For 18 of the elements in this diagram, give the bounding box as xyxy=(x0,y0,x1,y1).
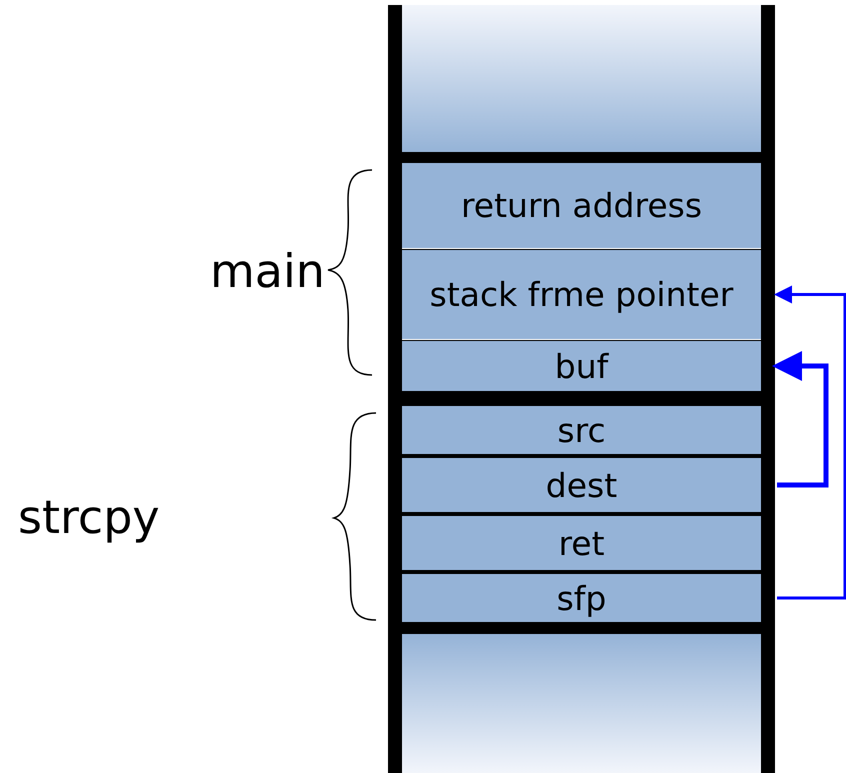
cell-label: dest xyxy=(546,466,618,504)
cell-label: sfp xyxy=(556,578,606,618)
stack-cell xyxy=(402,454,761,512)
arrow xyxy=(774,286,846,600)
frame-label: main xyxy=(210,244,325,298)
stack-cell xyxy=(402,249,761,339)
stack-cell xyxy=(402,402,761,454)
stack-cell xyxy=(402,163,761,248)
stack-cell xyxy=(402,570,761,622)
arrow xyxy=(772,351,828,488)
frame-label: strcpy xyxy=(18,490,160,544)
cell-label: return address xyxy=(460,186,702,225)
cell-label: stack frme pointer xyxy=(430,275,734,314)
stack-cell xyxy=(402,512,761,570)
cell-label: src xyxy=(557,410,606,450)
cell-label: buf xyxy=(554,346,608,386)
cell-label: ret xyxy=(558,524,605,562)
stack-cell xyxy=(402,340,761,391)
